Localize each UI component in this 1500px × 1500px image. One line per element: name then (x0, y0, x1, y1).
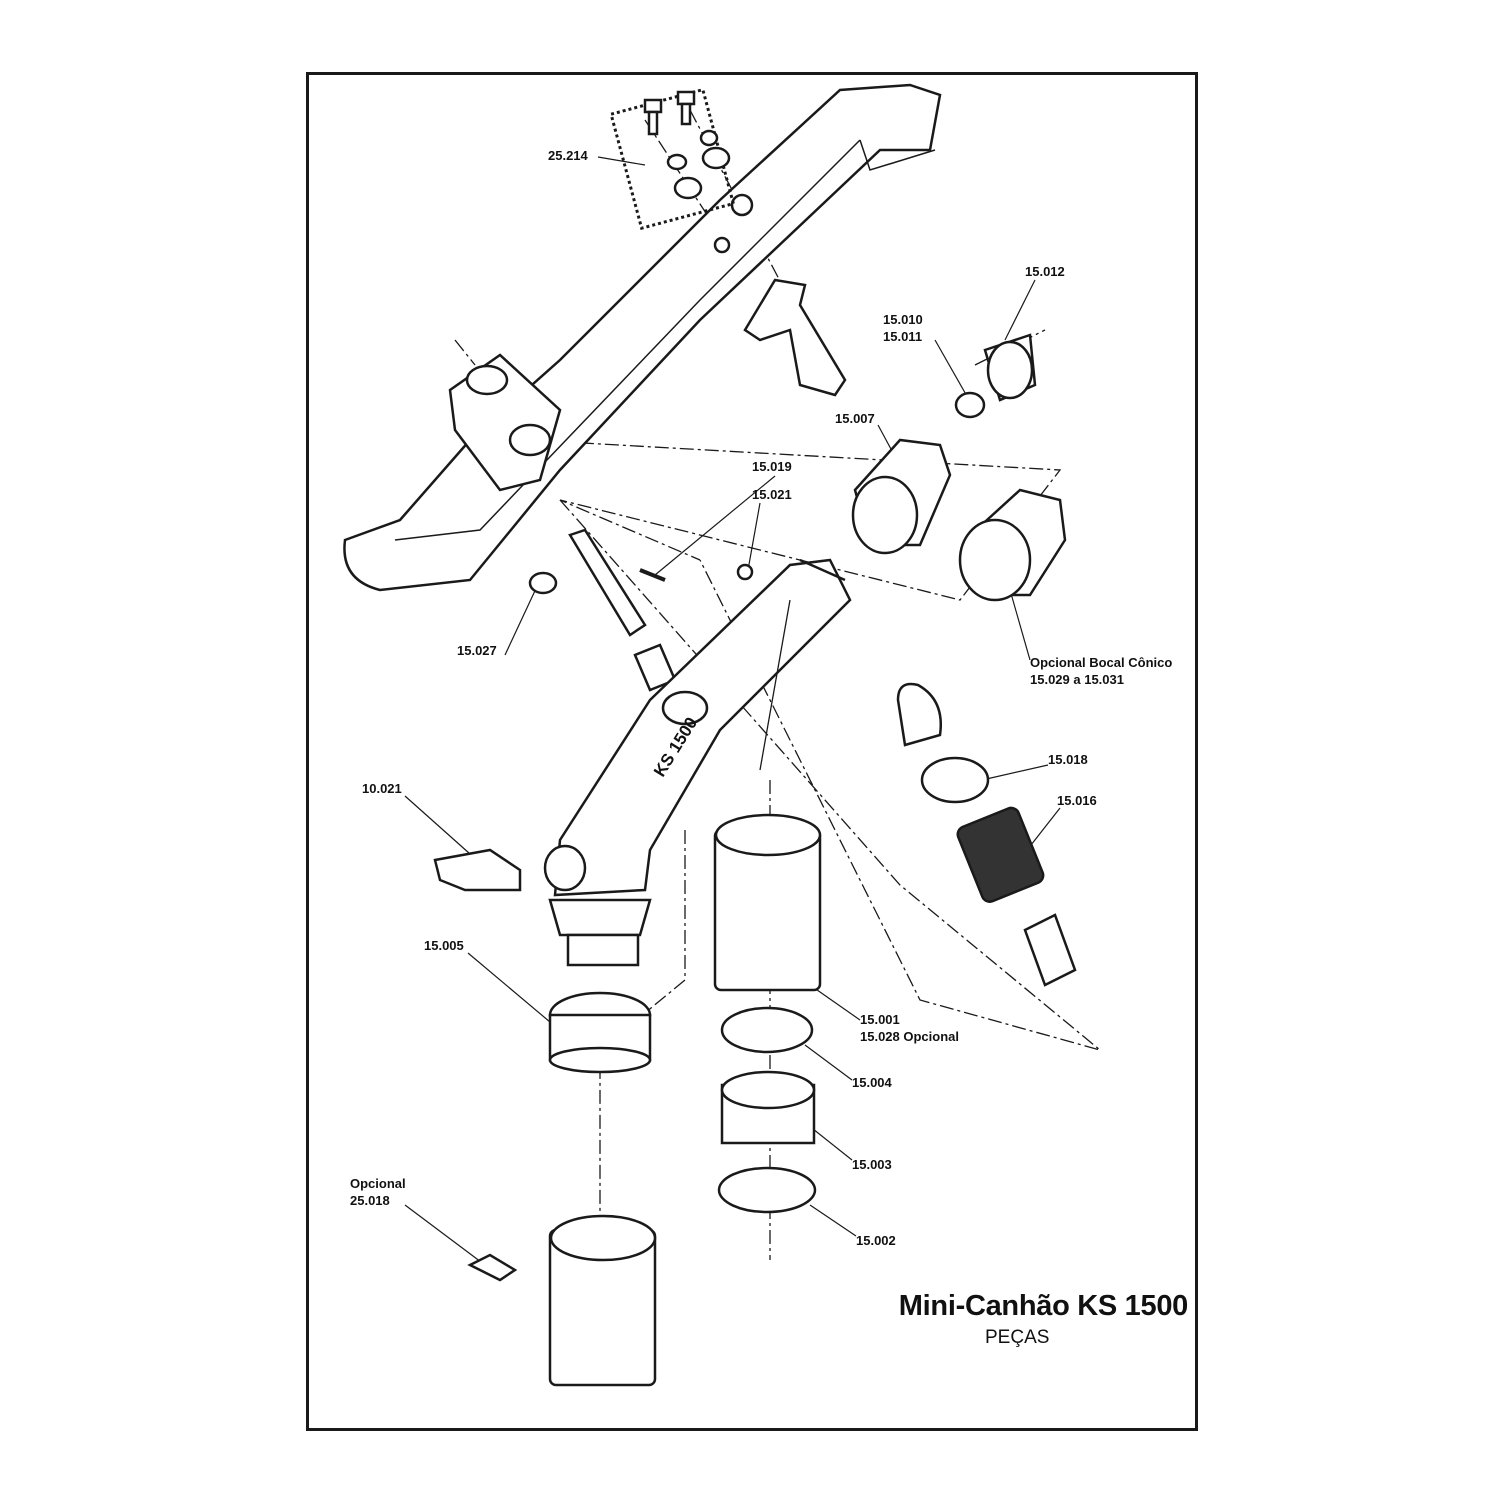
part-label-15019: 15.019 (752, 459, 792, 474)
part-label-15029-15031: 15.029 a 15.031 (1030, 672, 1124, 687)
part-label-15028: 15.028 Opcional (860, 1029, 959, 1044)
part-label-25214: 25.214 (548, 148, 588, 163)
part-label-bocal: Opcional Bocal Cônico (1030, 655, 1173, 670)
bracket (743, 278, 847, 397)
part-label-15012: 15.012 (1025, 264, 1065, 279)
part-label-15018: 15.018 (1048, 752, 1088, 767)
diagram-subtitle: PEÇAS (985, 1327, 1050, 1348)
drawing-frame (306, 72, 1198, 1431)
part-label-15016: 15.016 (1057, 793, 1097, 808)
lower-parts (467, 813, 822, 1387)
part-label-25018: 25.018 (350, 1193, 390, 1208)
part-label-15003: 15.003 (852, 1157, 892, 1172)
bolts-and-washers (643, 90, 731, 200)
nozzle-parts (851, 333, 1077, 987)
main-body (433, 558, 852, 967)
part-label-15010: 15.010 (883, 312, 923, 327)
rocker-arm (343, 83, 942, 592)
part-label-15021: 15.021 (752, 487, 792, 502)
pin-parts (528, 528, 754, 692)
part-label-15004: 15.004 (852, 1075, 892, 1090)
part-label-15007: 15.007 (835, 411, 875, 426)
part-label-opcional: Opcional (350, 1176, 406, 1191)
part-label-10021: 10.021 (362, 781, 402, 796)
part-label-15002: 15.002 (856, 1233, 896, 1248)
part-label-15027: 15.027 (457, 643, 497, 658)
part-label-15011: 15.011 (883, 329, 923, 344)
diagram-title: Mini-Canhão KS 1500 (898, 1290, 1189, 1322)
bolt-kit-box (609, 87, 736, 231)
part-label-15005: 15.005 (424, 938, 464, 953)
part-label-15001: 15.001 (860, 1012, 900, 1027)
